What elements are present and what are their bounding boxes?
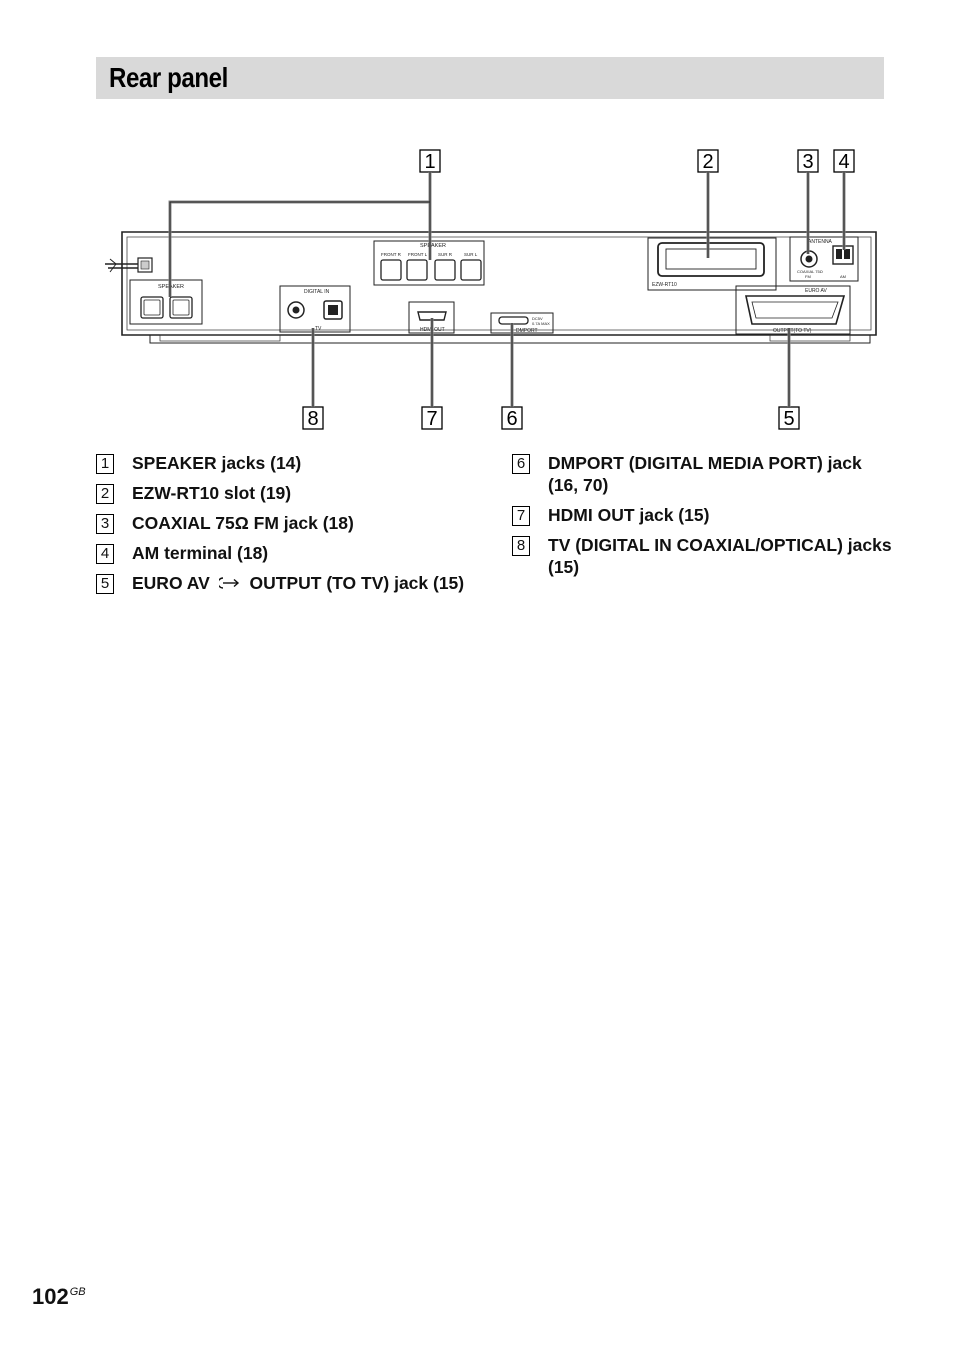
svg-text:TV: TV	[315, 326, 322, 332]
page-title: Rear panel	[109, 62, 228, 93]
legend-number: 6	[512, 454, 530, 474]
svg-text:SUR L: SUR L	[464, 252, 478, 257]
svg-text:DC5V: DC5V	[532, 316, 543, 321]
legend-left: 1 SPEAKER jacks (14) 2 EZW-RT10 slot (19…	[96, 452, 496, 602]
svg-text:FRONT L: FRONT L	[408, 252, 428, 257]
speaker-top-jacks: SPEAKER FRONT R FRONT L SUR R SUR L	[373, 240, 485, 286]
legend-item: 4 AM terminal (18)	[96, 542, 496, 564]
legend-item: 2 EZW-RT10 slot (19)	[96, 482, 496, 504]
legend-number: 5	[96, 574, 114, 594]
dmport-jack: DC5V 0.7A MAX DMPORT	[490, 312, 554, 334]
rear-panel-diagram: 1 2 3 4 8 7 6 5	[105, 149, 877, 430]
legend-text: EZW-RT10 slot (19)	[132, 483, 292, 503]
power-cord	[105, 257, 153, 273]
antenna-block: ANTENNA COAXIAL 75Ω FM AM	[789, 236, 859, 282]
svg-text:SPEAKER: SPEAKER	[420, 243, 446, 249]
legend-item: 5 EURO AV OUTPUT (TO TV) jack (15)	[96, 572, 496, 594]
callout-8: 8	[302, 406, 324, 430]
svg-text:COAXIAL 75Ω: COAXIAL 75Ω	[797, 269, 823, 274]
legend-number: 2	[96, 484, 114, 504]
legend-number: 8	[512, 536, 530, 556]
legend-text: COAXIAL 75Ω FM jack (18)	[132, 513, 354, 533]
output-arrow-icon	[217, 577, 239, 589]
ezw-rt10-slot: EZW-RT10	[647, 237, 777, 291]
svg-text:DMPORT: DMPORT	[516, 328, 538, 334]
legend-item: 1 SPEAKER jacks (14)	[96, 452, 496, 474]
page-number: 102GB	[32, 1284, 86, 1310]
legend-text: HDMI OUT jack (15)	[548, 505, 710, 525]
svg-text:5: 5	[783, 408, 794, 430]
callout-2: 2	[697, 149, 719, 173]
svg-text:ANTENNA: ANTENNA	[808, 239, 833, 245]
svg-text:DIGITAL IN: DIGITAL IN	[304, 289, 330, 295]
svg-text:2: 2	[702, 151, 713, 173]
legend-number: 3	[96, 514, 114, 534]
euro-av-jack: EURO AV OUTPUT(TO TV)	[735, 285, 851, 335]
callout-6: 6	[501, 406, 523, 430]
callout-4: 4	[833, 149, 855, 173]
legend-text-b: OUTPUT (TO TV) jack (15)	[249, 573, 465, 593]
svg-text:8: 8	[307, 408, 318, 430]
legend-item: 7 HDMI OUT jack (15)	[512, 504, 892, 526]
page-number-value: 102	[32, 1284, 69, 1309]
legend-item: 8 TV (DIGITAL IN COAXIAL/OPTICAL) jacks …	[512, 534, 892, 578]
svg-text:1: 1	[424, 151, 435, 173]
svg-text:EZW-RT10: EZW-RT10	[652, 282, 677, 288]
svg-text:7: 7	[426, 408, 437, 430]
svg-text:6: 6	[506, 408, 517, 430]
svg-text:AM: AM	[840, 274, 846, 279]
legend-right: 6 DMPORT (DIGITAL MEDIA PORT) jack (16, …	[512, 452, 892, 586]
legend-text: TV (DIGITAL IN COAXIAL/OPTICAL) jacks (1…	[548, 535, 892, 577]
svg-text:0.7A MAX: 0.7A MAX	[532, 321, 550, 326]
callout-5: 5	[778, 406, 800, 430]
svg-text:OUTPUT(TO TV): OUTPUT(TO TV)	[773, 328, 812, 334]
svg-text:EURO AV: EURO AV	[805, 288, 828, 294]
page-number-suffix: GB	[69, 1286, 86, 1298]
legend-item: 6 DMPORT (DIGITAL MEDIA PORT) jack (16, …	[512, 452, 892, 496]
section-header: Rear panel	[96, 57, 884, 99]
callout-3: 3	[797, 149, 819, 173]
legend-text: DMPORT (DIGITAL MEDIA PORT) jack (16, 70…	[548, 453, 862, 495]
svg-text:FM: FM	[805, 274, 811, 279]
callout-1: 1	[419, 149, 441, 173]
svg-text:FRONT R: FRONT R	[381, 252, 402, 257]
svg-text:SUR R: SUR R	[438, 252, 453, 257]
legend-text-a: EURO AV	[132, 573, 210, 593]
svg-text:3: 3	[802, 151, 813, 173]
digital-in-jacks: DIGITAL IN TV	[279, 285, 351, 333]
legend-number: 7	[512, 506, 530, 526]
legend-text: SPEAKER jacks (14)	[132, 453, 302, 473]
legend-item: 3 COAXIAL 75Ω FM jack (18)	[96, 512, 496, 534]
legend-number: 1	[96, 454, 114, 474]
callout-7: 7	[421, 406, 443, 430]
legend-number: 4	[96, 544, 114, 564]
legend-text: AM terminal (18)	[132, 543, 269, 563]
svg-text:4: 4	[838, 151, 849, 173]
